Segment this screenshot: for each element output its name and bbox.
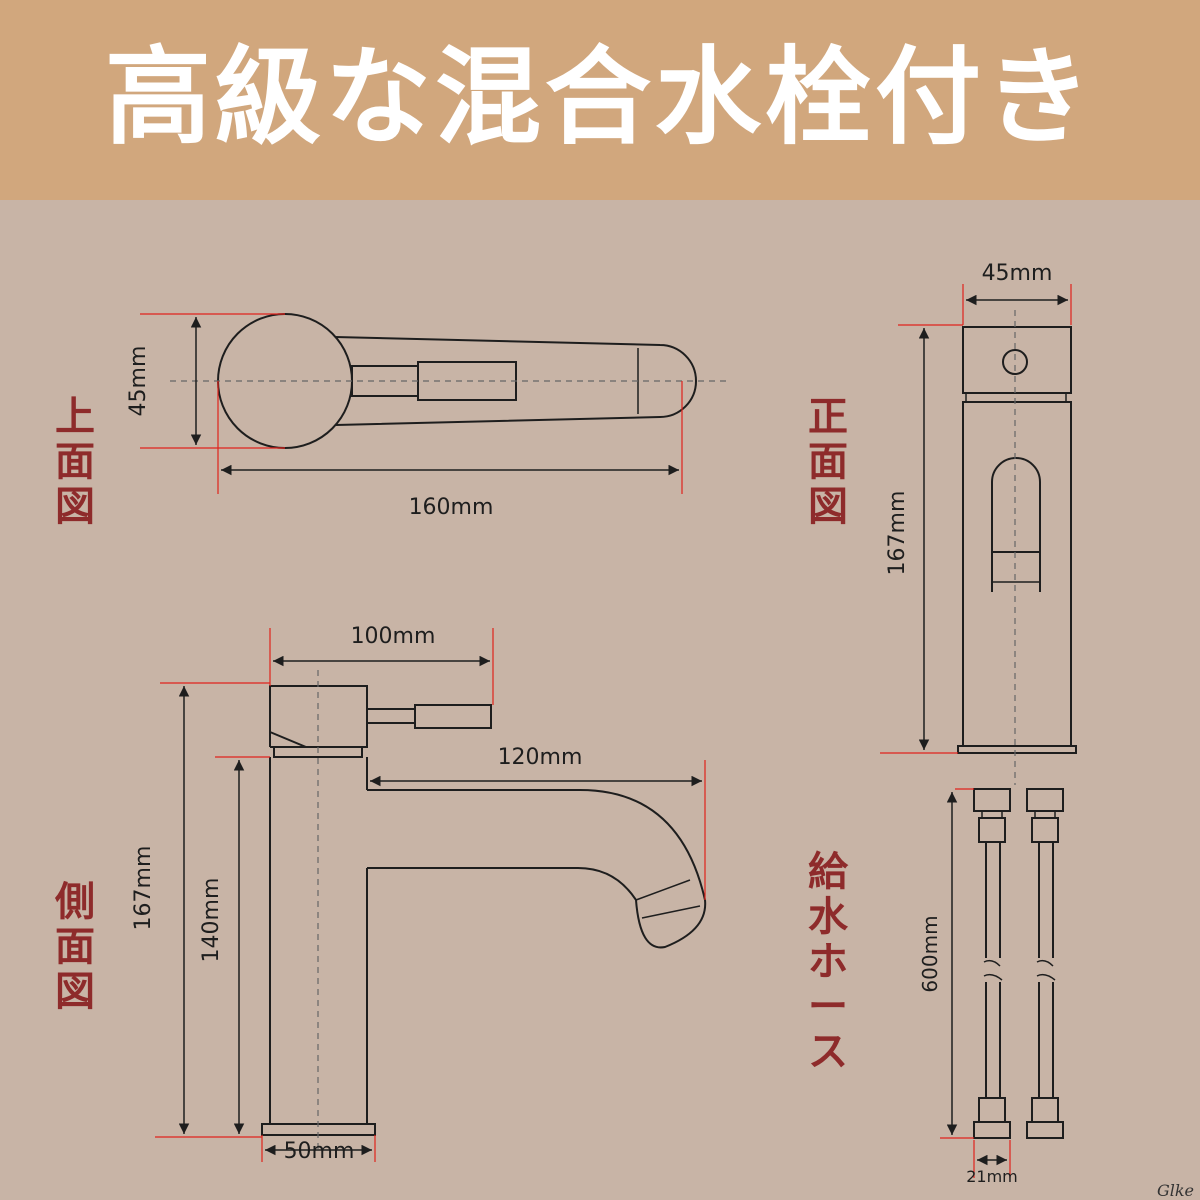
- brand-watermark: Glke: [1156, 1181, 1194, 1200]
- top-view-label: 上面図: [55, 394, 95, 530]
- title-banner: 高級な混合水栓付き: [0, 0, 1200, 200]
- front-view-faucet: [957, 326, 1077, 754]
- supply-hose-left: [973, 788, 1011, 1139]
- side-view-dimension-lines: [155, 628, 706, 1162]
- side-view-faucet: [261, 685, 707, 1136]
- side-handle-dimension: 100mm: [351, 624, 436, 649]
- side-spout-dimension: 120mm: [498, 745, 583, 770]
- hose-label: 給水ホース: [808, 849, 848, 1075]
- top-length-dimension: 160mm: [409, 495, 494, 520]
- front-view-dimension-lines: [880, 284, 1072, 754]
- side-base-dimension: 50mm: [284, 1139, 355, 1164]
- front-width-dimension: 45mm: [982, 261, 1053, 286]
- side-total-height-dimension: 167mm: [131, 846, 156, 931]
- hose-length-dimension: 600mm: [918, 915, 942, 992]
- hose-nut-dimension: 21mm: [966, 1167, 1018, 1186]
- hose-dimension-lines: [940, 788, 1011, 1178]
- supply-hose-right: [1026, 788, 1064, 1139]
- top-height-dimension: 45mm: [126, 346, 151, 417]
- side-body-height-dimension: 140mm: [199, 878, 224, 963]
- front-view-label: 正面図: [808, 394, 848, 530]
- top-view-dimension-lines: [140, 313, 683, 494]
- front-height-dimension: 167mm: [885, 491, 910, 576]
- side-view-label: 側面図: [55, 879, 95, 1015]
- page-title: 高級な混合水栓付き: [105, 36, 1095, 159]
